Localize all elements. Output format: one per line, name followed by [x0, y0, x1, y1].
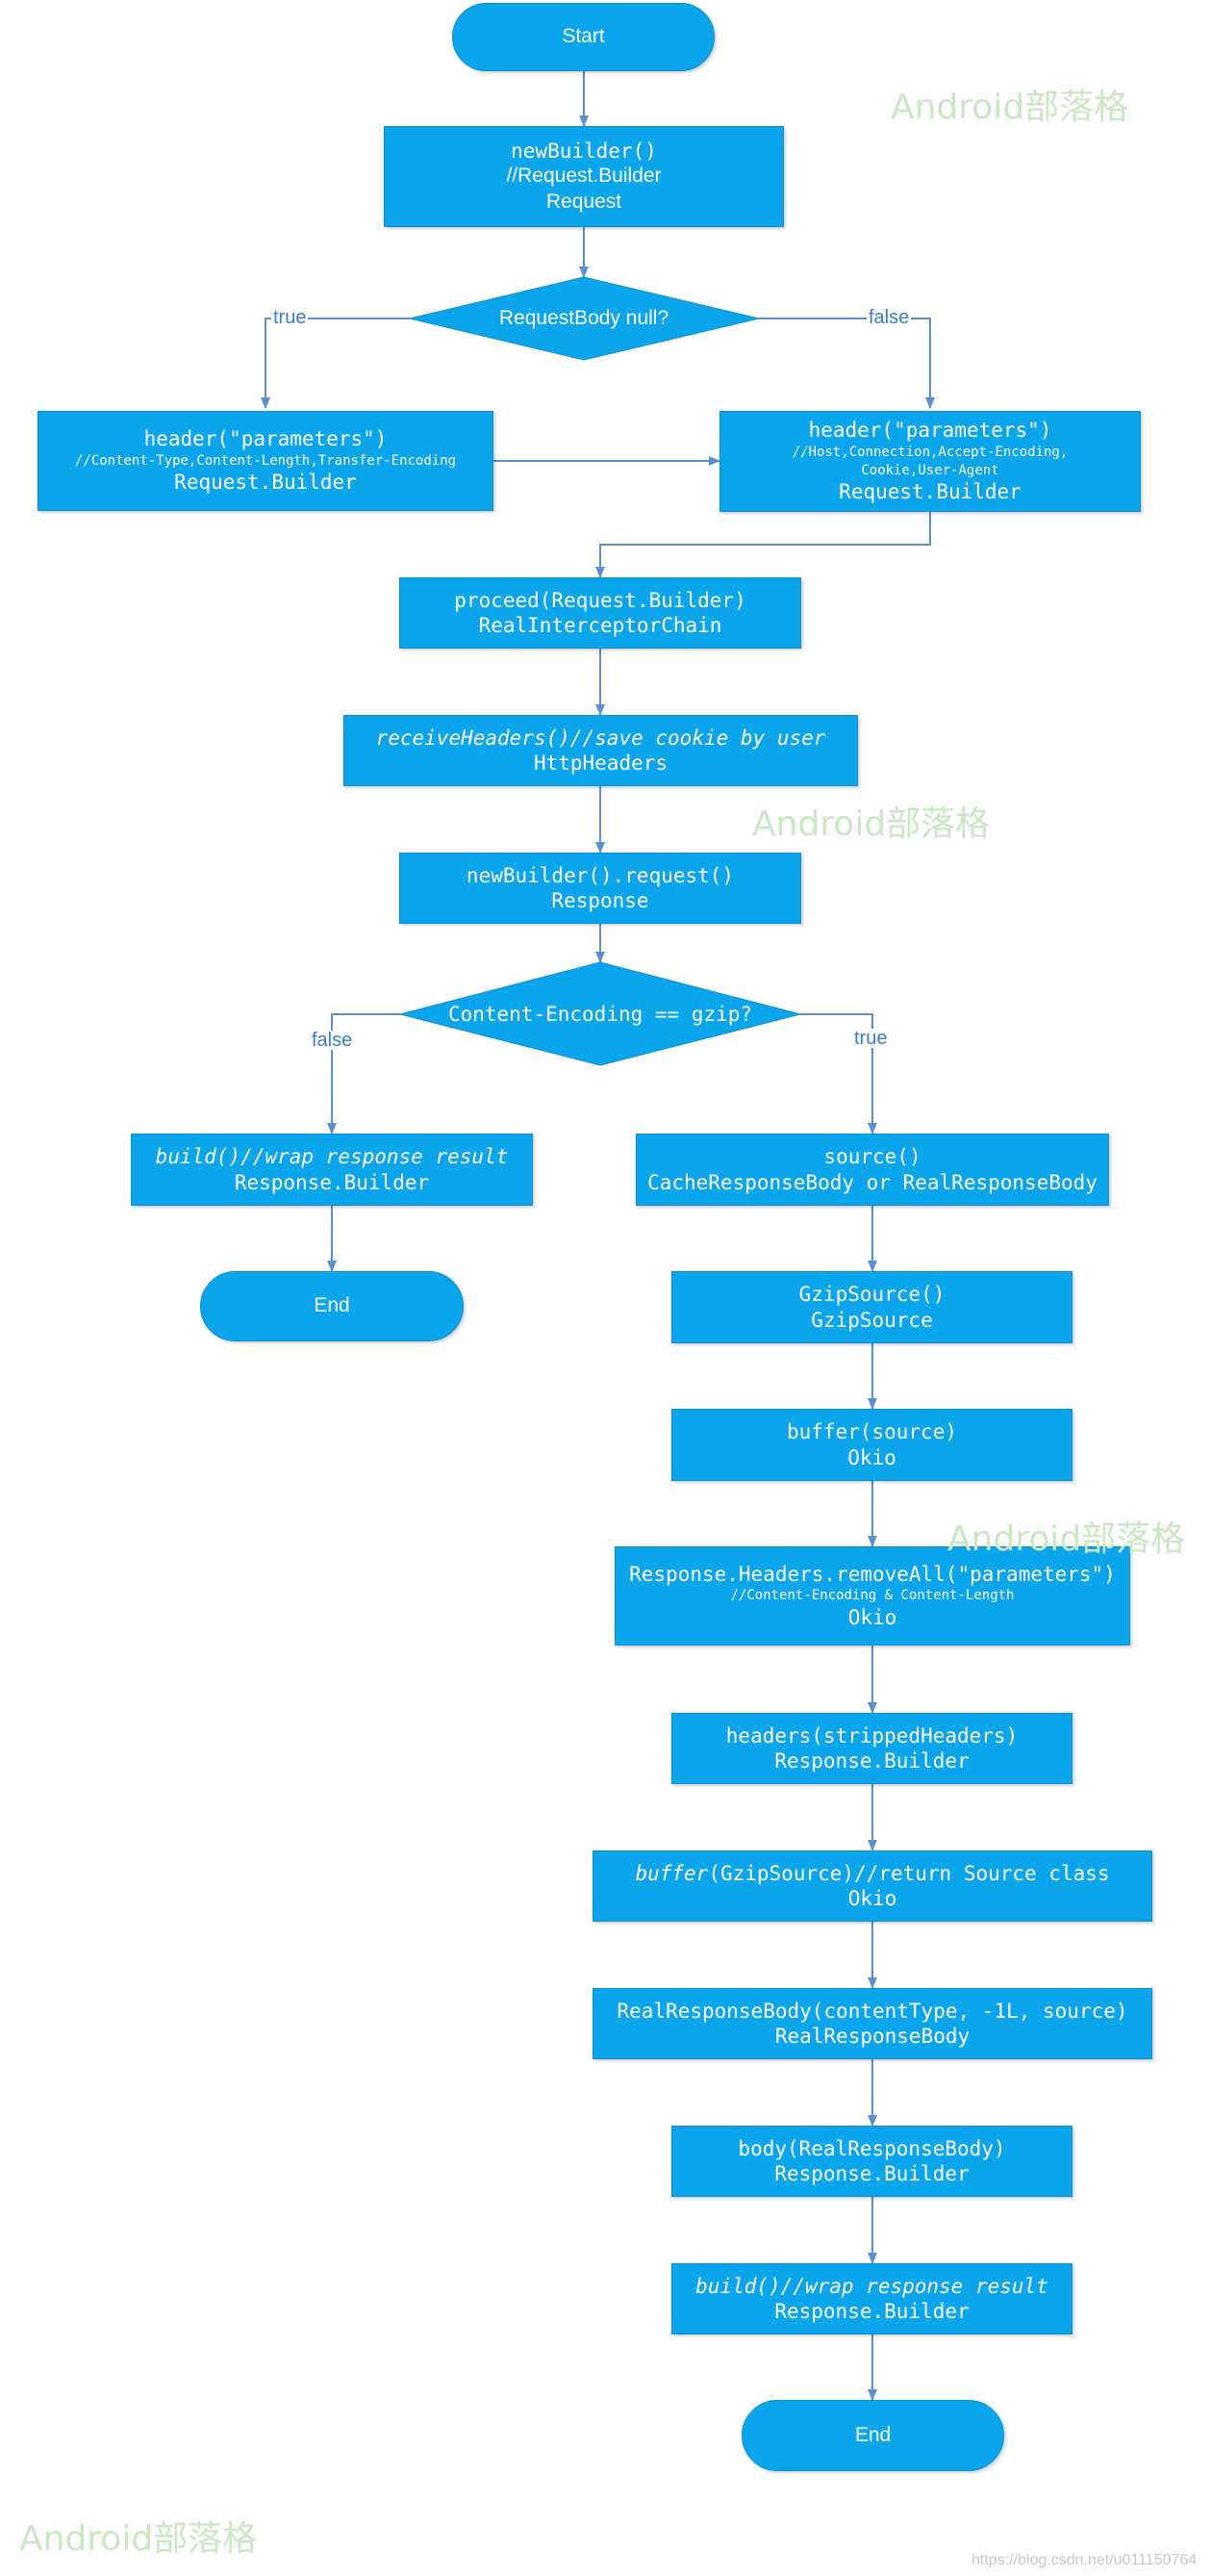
real-response-body-node: RealResponseBody(contentType, -1L, sourc… — [593, 1988, 1152, 2059]
proceed-node: proceed(Request.Builder) RealInterceptor… — [399, 577, 801, 649]
header-false-comment-1: //Host,Connection,Accept-Encoding, — [792, 444, 1069, 460]
build-right-node: build()//wrap response result Response.B… — [671, 2263, 1072, 2334]
remove-all-title: Response.Headers.removeAll("parameters") — [629, 1562, 1116, 1586]
buffer-gzip-class: Okio — [847, 1887, 897, 1910]
new-builder-request-line-1: newBuilder().request() — [466, 863, 735, 887]
edge-header-false-to-proceed — [595, 512, 931, 578]
end-left-label: End — [314, 1294, 350, 1317]
decision-gzip-shape — [399, 961, 801, 1066]
header-false-node: header("parameters") //Host,Connection,A… — [719, 411, 1141, 512]
real-response-body-line-1: RealResponseBody(contentType, -1L, sourc… — [617, 1999, 1128, 2023]
new-builder-node: newBuilder() //Request.Builder Request — [384, 126, 784, 227]
remove-all-node: Response.Headers.removeAll("parameters")… — [615, 1546, 1130, 1645]
header-false-class: Request.Builder — [839, 480, 1022, 504]
edge-decision-true — [261, 318, 410, 409]
edge-label-request-body-false: false — [867, 307, 912, 328]
watermark-1: Android部落格 — [891, 88, 1129, 127]
body-node: body(RealResponseBody) Response.Builder — [671, 2126, 1072, 2197]
buffer-gzip-line-1: buffer(GzipSource)//return Source class — [635, 1861, 1109, 1886]
decision-request-body-label: RequestBody null? — [498, 307, 669, 329]
remove-all-class: Okio — [847, 1605, 897, 1629]
buffer-source-line-2: Okio — [847, 1445, 896, 1469]
gzip-source-line-1: GzipSource() — [798, 1283, 946, 1307]
edge-decision-false — [759, 318, 935, 409]
start-node: Start — [452, 3, 715, 71]
headers-stripped-line-2: Response.Builder — [774, 1749, 970, 1773]
receive-headers-node: receiveHeaders()//save cookie by user Ht… — [343, 715, 858, 786]
proceed-line-1: proceed(Request.Builder) — [454, 588, 746, 612]
end-right-label: End — [854, 2423, 892, 2446]
footer-url: https://blog.csdn.net/u011150764 — [971, 2552, 1198, 2568]
new-builder-line-1: newBuilder() — [511, 140, 657, 164]
build-left-node: build()//wrap response result Response.B… — [131, 1134, 533, 1206]
gzip-source-node: GzipSource() GzipSource — [671, 1271, 1072, 1343]
real-response-body-line-2: RealResponseBody — [774, 2025, 971, 2048]
new-builder-line-3: Request — [545, 190, 622, 213]
headers-stripped-line-1: headers(strippedHeaders) — [725, 1723, 1019, 1747]
edge-gzip-true — [800, 1013, 877, 1135]
header-false-title: header("parameters") — [808, 419, 1052, 443]
build-right-line-1: build()//wrap response result — [695, 2274, 1048, 2298]
build-left-line-2: Response.Builder — [234, 1170, 430, 1194]
build-right-line-2: Response.Builder — [774, 2300, 970, 2323]
body-line-2: Response.Builder — [774, 2162, 970, 2185]
proceed-line-2: RealInterceptorChain — [478, 614, 722, 637]
source-line-1: source() — [823, 1145, 921, 1169]
header-true-comment: //Content-Type,Content-Length,Transfer-E… — [74, 452, 457, 469]
new-builder-line-2: //Request.Builder — [506, 165, 662, 188]
source-node: source() CacheResponseBody or RealRespon… — [636, 1134, 1109, 1206]
edge-label-gzip-false: false — [310, 1030, 355, 1051]
watermark-3: Android部落格 — [947, 1519, 1186, 1559]
buffer-gzip-prefix: buffer — [635, 1861, 709, 1885]
new-builder-request-line-2: Response — [551, 889, 649, 912]
edge-gzip-false — [327, 1013, 400, 1135]
edge-label-gzip-true: true — [852, 1028, 890, 1049]
edge-label-request-body-true: true — [271, 307, 309, 328]
end-left-node: End — [200, 1271, 464, 1341]
remove-all-comment: //Content-Encoding & Content-Length — [730, 1588, 1015, 1604]
body-line-1: body(RealResponseBody) — [738, 2136, 1006, 2160]
header-true-class: Request.Builder — [174, 471, 357, 495]
buffer-source-node: buffer(source) Okio — [671, 1409, 1072, 1481]
receive-headers-line-1: receiveHeaders()//save cookie by user — [375, 726, 826, 750]
decision-request-body-shape — [409, 276, 760, 361]
buffer-gzip-rest: (GzipSource)//return Source class — [708, 1861, 1110, 1885]
header-true-title: header("parameters") — [143, 427, 388, 451]
watermark-2: Android部落格 — [752, 804, 991, 844]
gzip-source-line-2: GzipSource — [811, 1308, 933, 1332]
header-true-node: header("parameters") //Content-Type,Cont… — [38, 411, 493, 511]
new-builder-request-node: newBuilder().request() Response — [399, 853, 801, 924]
buffer-source-line-1: buffer(source) — [786, 1420, 957, 1444]
end-right-node: End — [742, 2400, 1004, 2471]
receive-headers-line-2: HttpHeaders — [533, 752, 669, 775]
start-label: Start — [562, 25, 605, 48]
decision-gzip-label: Content-Encoding == gzip? — [447, 1003, 753, 1026]
buffer-gzip-node: buffer(GzipSource)//return Source class … — [593, 1850, 1152, 1922]
header-false-comment-2: Cookie,User-Agent — [861, 462, 999, 478]
source-line-2: CacheResponseBody or RealResponseBody — [647, 1170, 1097, 1194]
build-left-line-1: build()//wrap response result — [155, 1145, 509, 1169]
watermark-4: Android部落格 — [19, 2519, 258, 2559]
headers-stripped-node: headers(strippedHeaders) Response.Builde… — [671, 1713, 1072, 1784]
